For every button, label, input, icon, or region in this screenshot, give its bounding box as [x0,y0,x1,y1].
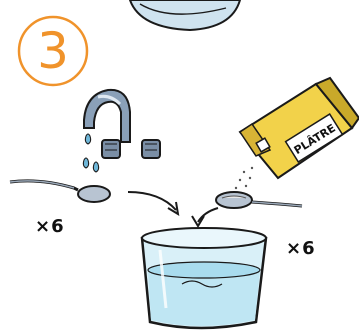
plaster-box-icon [240,78,359,178]
water-drops [83,134,98,172]
arrow-left-icon [128,192,178,214]
powder-particles [231,167,253,195]
water-spoon-multiplier: ×6 [35,216,65,237]
arrow-right-icon [192,208,218,226]
step-number: 3 [17,18,89,84]
plaster-spoon-multiplier: ×6 [286,238,316,259]
glass-of-water-icon [142,228,266,328]
top-bowl-fragment [130,0,240,30]
plaster-spoon-icon [216,192,302,208]
water-spoon-icon [10,181,110,202]
faucet-icon [84,90,160,158]
